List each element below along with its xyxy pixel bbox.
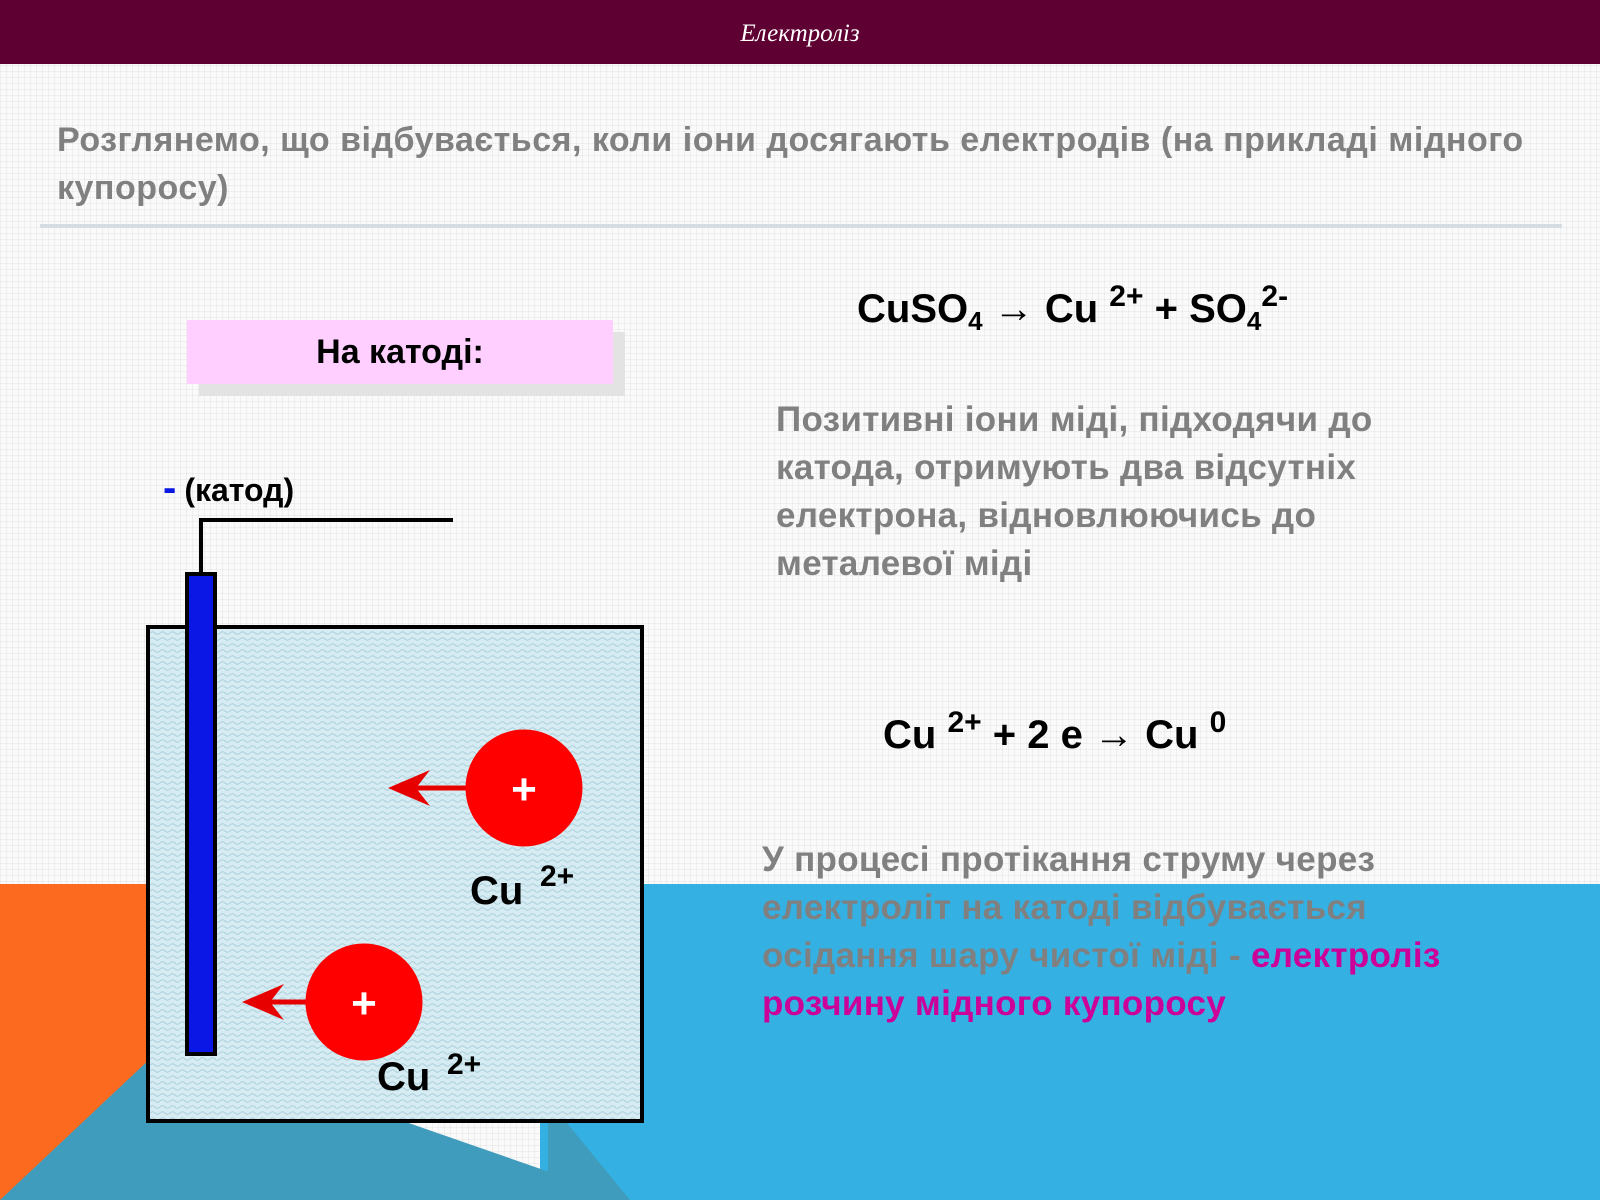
eq2-electrons: + 2 e: [992, 713, 1083, 757]
cathode-label-text: (катод): [184, 472, 295, 508]
conclusion-highlight: електроліз розчину мідного купоросу: [762, 936, 1441, 1023]
eq1-so-subscript: 4: [1246, 306, 1262, 336]
cation-plus-sign: +: [351, 979, 377, 1028]
conclusion-text: У процесі протікання струму через електр…: [762, 836, 1492, 1028]
cathode-label: -(катод): [163, 466, 294, 511]
cathode-electrode: [185, 572, 217, 1056]
cathode-label-box-text: На катоді:: [316, 333, 484, 371]
arrow-head-icon: [242, 984, 284, 1020]
cathode-minus-sign: -: [163, 466, 177, 510]
eq2-cu-charge: 2+: [947, 706, 982, 739]
eq2-product-charge: 0: [1209, 706, 1227, 739]
eq1-cu-charge: 2+: [1109, 280, 1144, 313]
header-bar: Електроліз: [0, 0, 1600, 64]
cation-circle: [465, 729, 583, 847]
conclusion-gray-part: У процесі протікання струму через електр…: [762, 840, 1376, 975]
ion-symbol: Cu: [377, 1055, 430, 1099]
header-title: Електроліз: [740, 20, 860, 47]
description-text: Позитивні іони міді, підходячи до катода…: [776, 400, 1373, 583]
cation-circle: [305, 943, 423, 1061]
eq1-plus: +: [1154, 287, 1178, 331]
ion-charge: 2+: [540, 860, 574, 893]
ion-symbol: Cu: [470, 869, 523, 913]
eq1-cu: Cu: [1044, 287, 1099, 331]
cathode-wire: [199, 518, 453, 576]
ion-lower: + Cu 2+: [242, 943, 481, 1099]
ion-charge: 2+: [447, 1048, 481, 1081]
eq1-arrow: →: [993, 287, 1034, 331]
heading-divider: [40, 224, 1562, 228]
cation-plus-sign: +: [511, 765, 537, 814]
reduction-equation: Cu 2+ + 2 e → Cu 0: [883, 706, 1226, 758]
eq1-lhs: CuSO: [857, 287, 969, 331]
eq2-product: Cu: [1145, 713, 1199, 757]
slide-heading: Розглянемо, що відбувається, коли іони д…: [57, 121, 1524, 207]
eq1-so-charge: 2-: [1261, 280, 1289, 313]
eq1-lhs-subscript: 4: [968, 306, 983, 336]
dissociation-equation: CuSO4 → Cu 2+ + SO42-: [857, 280, 1288, 337]
eq2-arrow: →: [1094, 713, 1134, 757]
arrow-head-icon: [388, 770, 430, 806]
ion-upper: + Cu 2+: [388, 729, 583, 913]
eq1-so: SO: [1189, 287, 1247, 331]
background-blue-band: [540, 884, 1600, 1200]
cathode-label-box: На катоді:: [187, 320, 613, 384]
eq2-cu: Cu: [883, 713, 937, 757]
